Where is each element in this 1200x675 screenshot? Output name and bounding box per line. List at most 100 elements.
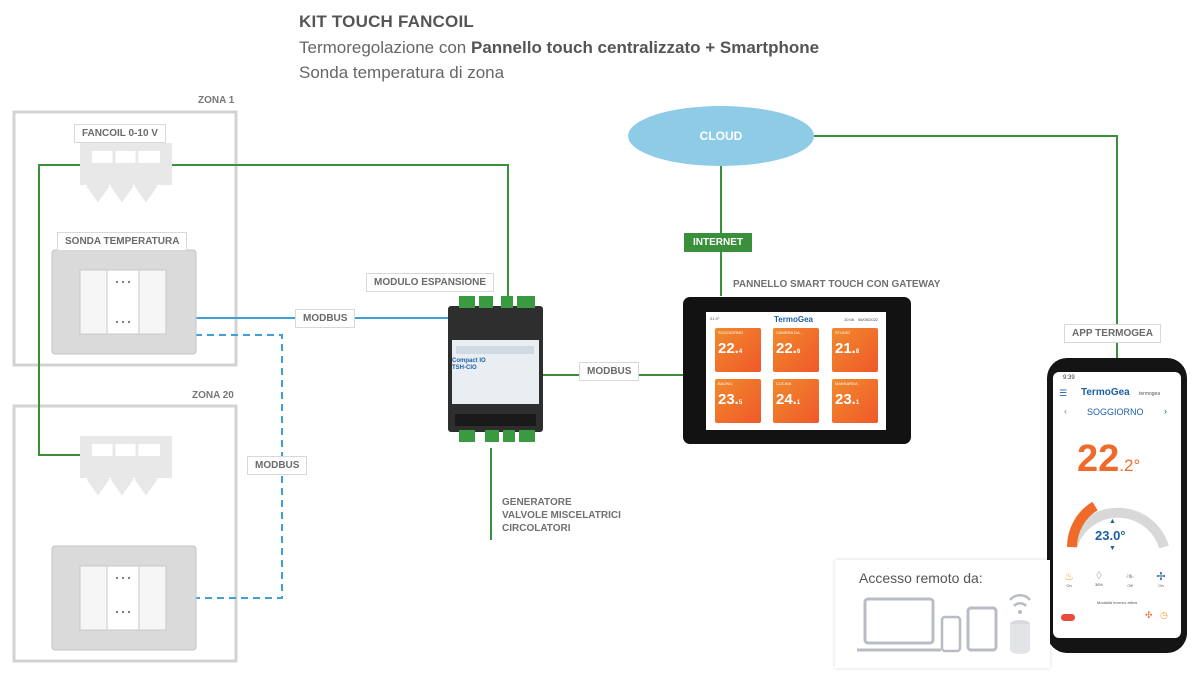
menu-icon[interactable]: ☰ bbox=[1059, 388, 1068, 398]
subtitle-bold: Pannello touch centralizzato + Smartphon… bbox=[470, 38, 820, 57]
room-temp-int: 22. bbox=[718, 340, 739, 357]
room-name: CAMERA DA... bbox=[776, 330, 803, 335]
room-temp-int: 23. bbox=[718, 391, 739, 408]
panel-time: 10:06 bbox=[844, 317, 855, 322]
wire-zone-loop bbox=[38, 164, 80, 456]
power-toggle[interactable] bbox=[1061, 614, 1075, 621]
modbus-panel-tag: MODBUS bbox=[579, 362, 640, 381]
phone-account[interactable]: termogea bbox=[1139, 391, 1161, 397]
room-card[interactable]: CAMERA DA... 22.8 bbox=[773, 328, 819, 372]
room-temp-dec: 4 bbox=[738, 349, 743, 355]
phone-setpoint: 23.0° bbox=[1095, 528, 1126, 543]
internet-tag: INTERNET bbox=[684, 233, 752, 252]
module-brand: Compact IO bbox=[452, 358, 486, 364]
room-temp: 23.5 bbox=[718, 391, 742, 408]
phone-screen[interactable]: 9:39 ☰ TermoGea termogea ‹ SOGGIORNO › 2… bbox=[1053, 372, 1181, 638]
flame-icon: ♨ bbox=[1064, 571, 1074, 583]
fancoil-label: FANCOIL 0-10 V bbox=[74, 124, 166, 143]
room-temp-dec: 8 bbox=[855, 349, 860, 355]
expansion-module-device bbox=[448, 296, 543, 442]
panel-outside-temp: 21.9° bbox=[710, 316, 720, 321]
room-temp-dec: 5 bbox=[738, 400, 743, 406]
room-card[interactable]: BAGNO 23.5 bbox=[715, 379, 761, 423]
flame-status: On bbox=[1066, 583, 1072, 588]
room-temp-dec: 1 bbox=[855, 400, 860, 406]
panel-screen[interactable]: 21.9° TermoGea 10:06 06/05/2022 SOGGIORN… bbox=[706, 312, 886, 430]
tablet-icon bbox=[966, 606, 998, 652]
modbus-zone1-tag: MODBUS bbox=[295, 309, 356, 328]
module-outputs-label: GENERATORE VALVOLE MISCELATRICI CIRCOLAT… bbox=[502, 497, 621, 534]
diagram-title: KIT TOUCH FANCOIL bbox=[299, 12, 474, 31]
zone20-label: ZONA 20 bbox=[192, 390, 234, 401]
remote-devices bbox=[857, 594, 1031, 654]
room-temp-int: 22. bbox=[776, 340, 797, 357]
modbus-zone20-tag: MODBUS bbox=[247, 456, 308, 475]
probe-label: SONDA TEMPERATURA bbox=[57, 232, 188, 251]
fancoil-unit-1 bbox=[80, 143, 172, 203]
leaf-toggle[interactable]: ❧Off bbox=[1119, 570, 1141, 588]
room-temp: 22.4 bbox=[718, 340, 742, 357]
room-name: MANSARDA bbox=[835, 381, 858, 386]
fancoil-unit-20 bbox=[80, 436, 172, 496]
clock-icon[interactable]: ◷ bbox=[1160, 610, 1168, 620]
smart-speaker-icon bbox=[1009, 594, 1031, 654]
leaf-icon: ❧ bbox=[1125, 571, 1135, 583]
humidity-icon: ◊ bbox=[1096, 570, 1102, 582]
leaf-status: Off bbox=[1127, 583, 1133, 588]
room-temp-dec: 1 bbox=[796, 400, 801, 406]
room-temp-dec: 8 bbox=[796, 349, 801, 355]
fan-mode-icon[interactable]: ✣ bbox=[1145, 610, 1153, 620]
fan-toggle[interactable]: ✢On bbox=[1150, 570, 1172, 588]
remote-access-box: Accesso remoto da: bbox=[835, 560, 1050, 668]
room-temp-int: 23. bbox=[835, 391, 856, 408]
room-temp-int: 24. bbox=[776, 391, 797, 408]
room-temp: 21.8 bbox=[835, 340, 859, 357]
wire-cloud-phone bbox=[814, 135, 1118, 358]
zone1-label: ZONA 1 bbox=[198, 95, 235, 106]
room-name: BAGNO bbox=[718, 381, 733, 386]
module-model: TSH-CIO bbox=[452, 365, 477, 371]
panel-date: 06/05/2022 bbox=[858, 317, 879, 322]
room-name: SOGGIORNO bbox=[718, 330, 744, 335]
room-name: CUCINA bbox=[776, 381, 792, 386]
module-label: MODULO ESPANSIONE bbox=[366, 273, 495, 292]
prev-room-icon[interactable]: ‹ bbox=[1064, 406, 1067, 416]
room-temp: 23.1 bbox=[835, 391, 859, 408]
panel-label: PANNELLO SMART TOUCH CON GATEWAY bbox=[733, 279, 941, 290]
cloud-node: CLOUD bbox=[628, 106, 814, 166]
room-card[interactable]: SOGGIORNO 22.4 bbox=[715, 328, 761, 372]
smartphone-device bbox=[1047, 358, 1187, 653]
phone-logo: TermoGea bbox=[1081, 387, 1130, 398]
phone-mode: Modalità inverno attiva bbox=[1096, 600, 1138, 605]
phone-temp-dec: .2° bbox=[1119, 456, 1141, 475]
room-name: STUDIO bbox=[835, 330, 851, 335]
laptop-icon bbox=[857, 597, 941, 652]
phone-temperature: 22.2° bbox=[1077, 438, 1140, 481]
next-room-icon[interactable]: › bbox=[1164, 406, 1167, 416]
phone-room: SOGGIORNO bbox=[1087, 407, 1144, 417]
phone-icon bbox=[940, 615, 962, 653]
zone20-box bbox=[12, 404, 238, 663]
temperature-probe-1 bbox=[51, 249, 197, 355]
panel-logo: TermoGea bbox=[774, 315, 813, 324]
room-card[interactable]: MANSARDA 23.1 bbox=[832, 379, 878, 423]
phone-temp-int: 22 bbox=[1077, 438, 1120, 480]
subtitle-prefix: Termoregolazione con bbox=[299, 38, 471, 57]
fan-status: On bbox=[1158, 583, 1164, 588]
room-card[interactable]: STUDIO 21.8 bbox=[832, 328, 878, 372]
app-termogea-tag: APP TERMOGEA bbox=[1064, 324, 1161, 343]
phone-time: 9:39 bbox=[1063, 375, 1075, 381]
zone1-box bbox=[12, 110, 238, 367]
humidity-toggle[interactable]: ◊38% bbox=[1088, 570, 1110, 587]
flame-toggle[interactable]: ♨On bbox=[1058, 570, 1080, 588]
wire-fancoil-module bbox=[172, 164, 509, 296]
diagram-subtitle-2: Sonda temperatura di zona bbox=[299, 63, 505, 82]
remote-access-title: Accesso remoto da: bbox=[859, 570, 983, 586]
temperature-probe-20 bbox=[51, 545, 197, 651]
setpoint-up-icon[interactable]: ▲ bbox=[1109, 518, 1116, 525]
room-temp: 22.8 bbox=[776, 340, 800, 357]
room-card[interactable]: CUCINA 24.1 bbox=[773, 379, 819, 423]
setpoint-down-icon[interactable]: ▼ bbox=[1109, 545, 1116, 552]
fan-icon: ✢ bbox=[1156, 571, 1166, 583]
room-temp-int: 21. bbox=[835, 340, 856, 357]
